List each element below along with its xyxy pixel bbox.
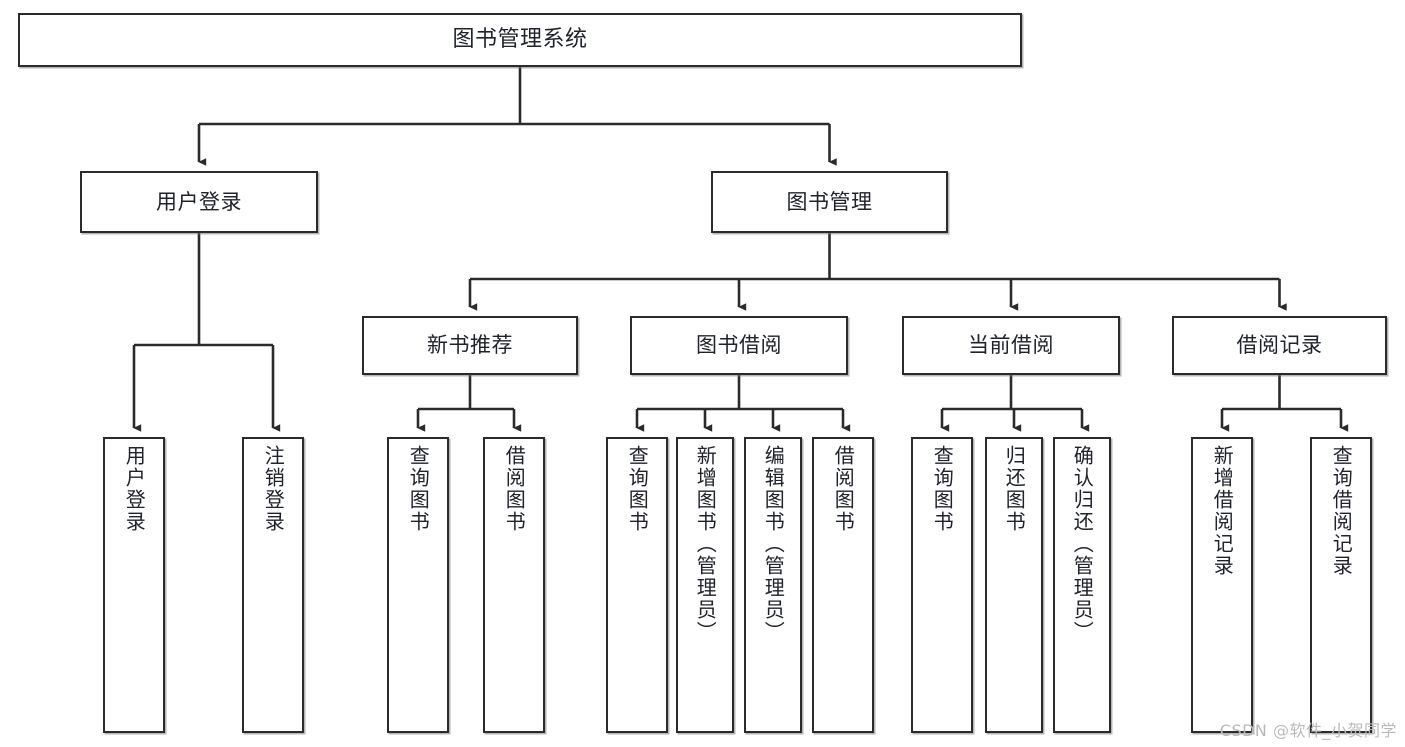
node-l_r_query[interactable]: 查询借阅记录 xyxy=(1310,437,1372,733)
node-l_c_confirm[interactable]: 确认归还（管理员） xyxy=(1053,437,1111,733)
node-login[interactable]: 用户登录 xyxy=(80,171,318,233)
node-l_b_lend[interactable]: 借阅图书 xyxy=(812,437,874,733)
node-label: 注销登录 xyxy=(261,445,286,533)
node-root[interactable]: 图书管理系统 xyxy=(18,13,1022,67)
node-l_r_add[interactable]: 新增借阅记录 xyxy=(1191,437,1253,733)
node-label: 图书管理系统 xyxy=(452,27,588,53)
node-label: 图书管理 xyxy=(786,189,873,214)
node-l_c_query[interactable]: 查询图书 xyxy=(911,437,973,733)
node-bookmgmt[interactable]: 图书管理 xyxy=(711,171,948,233)
node-l_c_return[interactable]: 归还图书 xyxy=(985,437,1043,733)
node-label: 借阅记录 xyxy=(1236,333,1323,358)
node-label: 当前借阅 xyxy=(968,333,1054,358)
node-l_nb_query[interactable]: 查询图书 xyxy=(387,437,449,733)
node-records[interactable]: 借阅记录 xyxy=(1172,316,1387,375)
node-label: 查询借阅记录 xyxy=(1329,445,1354,577)
node-l_b_add[interactable]: 新增图书（管理员） xyxy=(676,437,734,733)
node-label: 查询图书 xyxy=(930,445,955,533)
watermark-text: CSDN @软件_小贺同学 xyxy=(1219,721,1397,740)
node-l_b_edit[interactable]: 编辑图书（管理员） xyxy=(744,437,802,733)
node-label: 新增借阅记录 xyxy=(1210,445,1235,577)
node-label: 归还图书 xyxy=(1002,445,1027,533)
node-l_logout[interactable]: 注销登录 xyxy=(242,437,304,733)
node-l_b_query[interactable]: 查询图书 xyxy=(606,437,668,733)
node-label: 新书推荐 xyxy=(427,333,513,358)
node-current[interactable]: 当前借阅 xyxy=(902,316,1120,375)
node-label: 查询图书 xyxy=(406,445,431,533)
node-label: 借阅图书 xyxy=(502,445,527,533)
node-label: 用户登录 xyxy=(156,189,242,214)
node-label: 用户登录 xyxy=(122,445,147,533)
node-l_login[interactable]: 用户登录 xyxy=(103,437,165,733)
node-label: 编辑图书（管理员） xyxy=(761,445,786,643)
node-newbook[interactable]: 新书推荐 xyxy=(362,316,578,375)
node-l_nb_borrow[interactable]: 借阅图书 xyxy=(483,437,545,733)
node-label: 新增图书（管理员） xyxy=(693,445,718,643)
node-label: 查询图书 xyxy=(625,445,650,533)
node-label: 图书借阅 xyxy=(696,333,782,358)
node-borrow[interactable]: 图书借阅 xyxy=(630,316,848,375)
node-label: 确认归还（管理员） xyxy=(1070,445,1095,643)
node-label: 借阅图书 xyxy=(831,445,856,533)
